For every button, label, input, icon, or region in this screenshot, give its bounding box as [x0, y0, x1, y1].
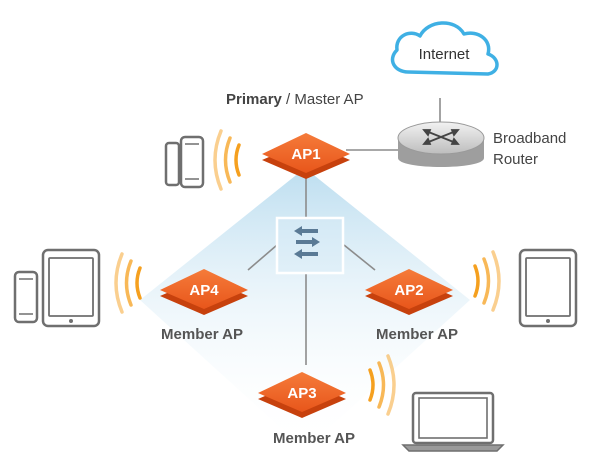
internet-label: Internet: [419, 46, 471, 63]
connection-lines: [247, 98, 441, 365]
ap4-device: AP4: [160, 269, 248, 315]
ap1-device: AP1: [262, 133, 350, 179]
ap1-label: AP1: [291, 146, 320, 163]
switch-icon: [275, 216, 345, 275]
ap4-caption: Member AP: [161, 326, 243, 343]
router-icon: [397, 121, 485, 167]
master-ap-text: / Master AP: [282, 91, 364, 108]
router-label-line2: Router: [493, 151, 538, 168]
phone-icon: [164, 135, 205, 189]
phone-icon: [13, 270, 39, 324]
tablet-icon: [518, 248, 578, 328]
router-label-line1: Broadband: [493, 130, 566, 147]
primary-bold-text: Primary: [226, 91, 283, 108]
ap2-caption: Member AP: [376, 326, 458, 343]
tablet-icon: [41, 248, 101, 328]
ap3-label: AP3: [287, 385, 316, 402]
laptop-icon: [401, 391, 505, 452]
ap2-label: AP2: [394, 282, 423, 299]
wifi-waves-icon: [114, 129, 501, 416]
ap2-device: AP2: [365, 269, 453, 315]
ap4-label: AP4: [189, 282, 219, 299]
ap3-caption: Member AP: [273, 430, 355, 447]
ap3-device: AP3: [258, 372, 346, 418]
cloud-icon: Internet: [390, 21, 499, 76]
primary-master-label: Primary / Master AP: [226, 91, 364, 108]
coverage-beam: [140, 168, 470, 450]
